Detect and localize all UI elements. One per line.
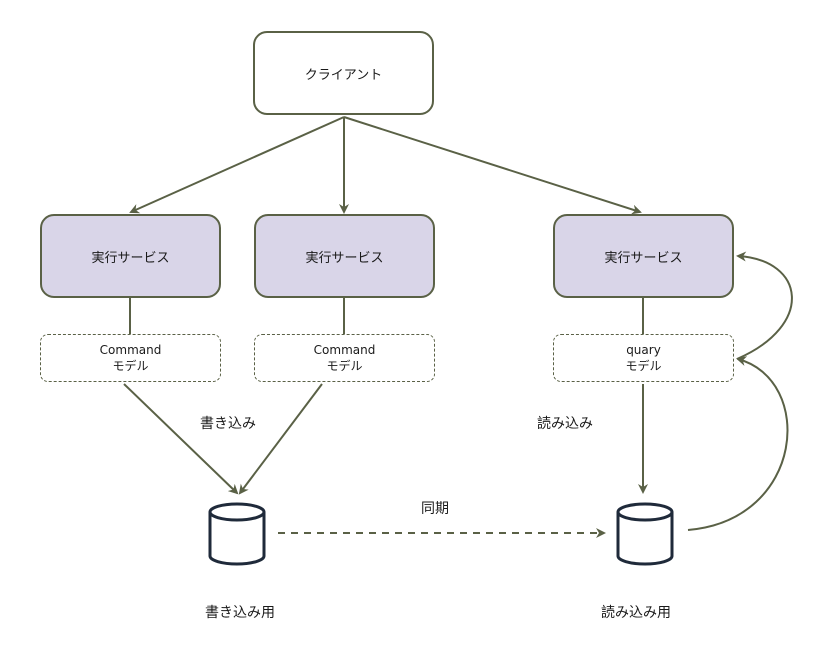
read-db-label: 読み込み用 [601,605,671,621]
edge-quary-model-to-service-3 [736,251,793,360]
service-label: 実行サービス [604,250,683,266]
command-model-node-1[interactable]: Command モデル [40,334,221,382]
service-node-1[interactable]: 実行サービス [40,214,221,298]
read-edge-label: 読み込み [537,416,593,432]
edge-client-to-service-1 [129,116,345,214]
command-model-node-2[interactable]: Command モデル [254,334,435,382]
model-suffix: モデル [326,359,363,373]
service-node-3[interactable]: 実行サービス [553,214,734,298]
client-node[interactable]: クライアント [253,31,434,115]
edge-client-to-service-3 [343,116,642,215]
model-name: Command [99,343,162,357]
service-node-2[interactable]: 実行サービス [254,214,435,298]
service-label: 実行サービス [91,250,170,266]
database-icon[interactable] [615,502,675,566]
client-label: クライアント [304,67,383,83]
write-db-label: 書き込み用 [205,605,275,621]
service-label: 実行サービス [305,250,384,266]
model-name: quary [626,343,661,357]
model-name: Command [313,343,376,357]
database-icon[interactable] [207,502,267,566]
model-suffix: モデル [112,359,149,373]
sync-edge-label: 同期 [421,501,449,517]
quary-model-node[interactable]: quary モデル [553,334,734,382]
edge-model-1-to-write-db [123,383,239,495]
edge-model-2-to-write-db [238,383,323,495]
model-suffix: モデル [625,359,662,373]
write-edge-label: 書き込み [200,416,256,432]
edge-read-db-to-quary-model [687,356,789,531]
